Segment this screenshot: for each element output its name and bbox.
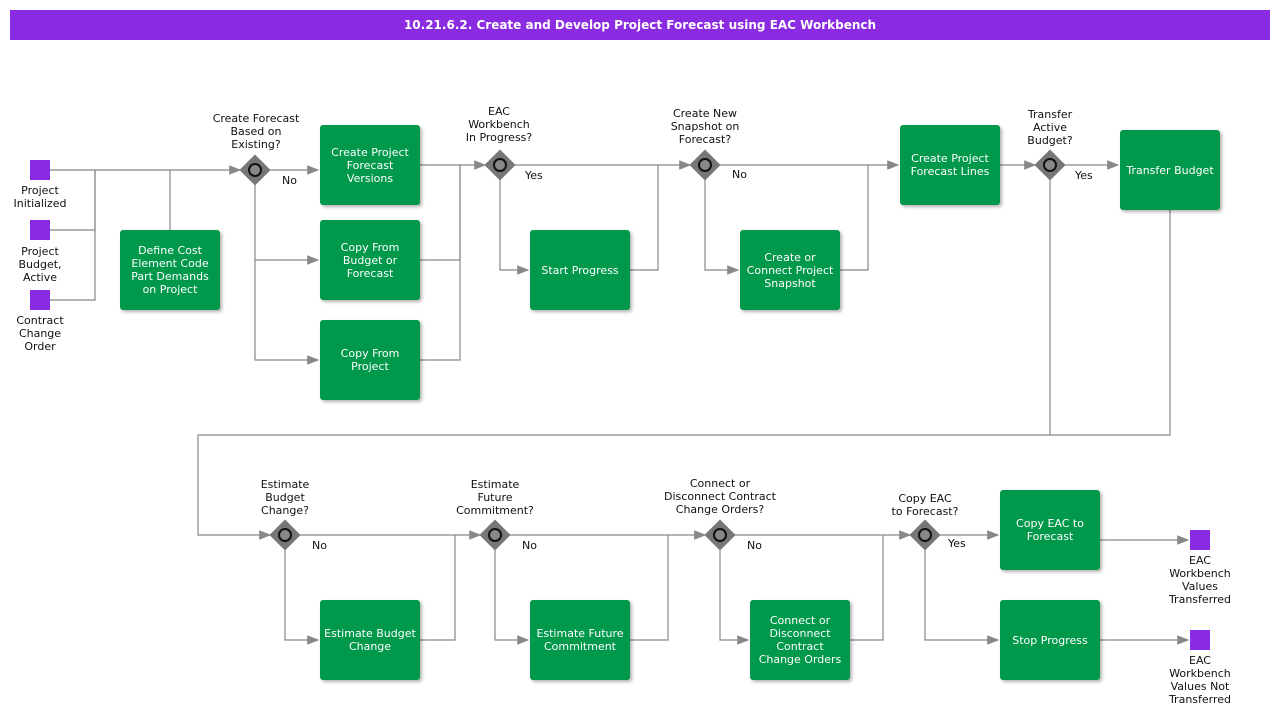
- flow: [840, 165, 869, 271]
- gateway-label: Connect or Disconnect Contract Change Or…: [664, 477, 776, 516]
- gateway-label: Copy EAC to Forecast?: [891, 492, 959, 518]
- task-copy-eac[interactable]: Copy EAC to Forecast: [1000, 490, 1100, 570]
- flow-label: No: [312, 539, 327, 552]
- flow: [420, 165, 461, 361]
- task-estimate-future-commitment[interactable]: Estimate Future Commitment: [530, 600, 630, 680]
- flow: [420, 535, 456, 641]
- start-event-icon[interactable]: [30, 220, 50, 240]
- flow-label: Yes: [1075, 169, 1093, 182]
- flow: [924, 550, 1000, 645]
- flow: [704, 180, 740, 275]
- flow-label: No: [522, 539, 537, 552]
- task-stop-progress[interactable]: Stop Progress: [1000, 600, 1100, 680]
- task-create-snapshot[interactable]: Create or Connect Project Snapshot: [740, 230, 840, 310]
- gateway-label: Transfer Active Budget?: [1027, 108, 1073, 147]
- flow: [850, 535, 884, 641]
- flow: [420, 165, 461, 261]
- event-label: EAC Workbench Values Transferred: [1168, 554, 1232, 606]
- flow: [1050, 210, 1171, 436]
- flow-label: No: [747, 539, 762, 552]
- event-label: Project Budget, Active: [18, 245, 62, 284]
- gateway-label: Estimate Future Commitment?: [456, 478, 534, 517]
- end-event-icon[interactable]: [1190, 530, 1210, 550]
- task-copy-from-budget[interactable]: Copy From Budget or Forecast: [320, 220, 420, 300]
- flow: [254, 260, 320, 365]
- task-copy-from-project[interactable]: Copy From Project: [320, 320, 420, 400]
- event-label: Project Initialized: [13, 184, 67, 210]
- flow: [50, 170, 96, 301]
- task-connect-change-orders[interactable]: Connect or Disconnect Contract Change Or…: [750, 600, 850, 680]
- flow: [197, 180, 1051, 540]
- gateway-label: Create New Snapshot on Forecast?: [670, 107, 740, 146]
- diagram-title: 10.21.6.2. Create and Develop Project Fo…: [10, 10, 1270, 40]
- task-start-progress[interactable]: Start Progress: [530, 230, 630, 310]
- flow: [494, 550, 530, 645]
- task-define-cost-element[interactable]: Define Cost Element Code Part Demands on…: [120, 230, 220, 310]
- task-estimate-budget-change[interactable]: Estimate Budget Change: [320, 600, 420, 680]
- task-transfer-budget[interactable]: Transfer Budget: [1120, 130, 1220, 210]
- task-create-forecast-lines[interactable]: Create Project Forecast Lines: [900, 125, 1000, 205]
- flow: [719, 550, 750, 645]
- flow: [499, 180, 530, 275]
- task-create-forecast-versions[interactable]: Create Project Forecast Versions: [320, 125, 420, 205]
- event-label: EAC Workbench Values Not Transferred: [1168, 654, 1232, 706]
- event-label: Contract Change Order: [16, 314, 64, 353]
- flow-label: Yes: [525, 169, 543, 182]
- start-event-icon[interactable]: [30, 160, 50, 180]
- gateway-label: Estimate Budget Change?: [260, 478, 310, 517]
- gateway-label: EAC Workbench In Progress?: [465, 105, 533, 144]
- flow: [254, 185, 320, 265]
- gateway-label: Create Forecast Based on Existing?: [212, 112, 300, 151]
- flow: [630, 535, 669, 641]
- flow-label: Yes: [948, 537, 966, 550]
- flow-label: No: [732, 168, 747, 181]
- end-event-icon[interactable]: [1190, 630, 1210, 650]
- flow-label: No: [282, 174, 297, 187]
- start-event-icon[interactable]: [30, 290, 50, 310]
- flow: [284, 550, 320, 645]
- flow: [630, 165, 659, 271]
